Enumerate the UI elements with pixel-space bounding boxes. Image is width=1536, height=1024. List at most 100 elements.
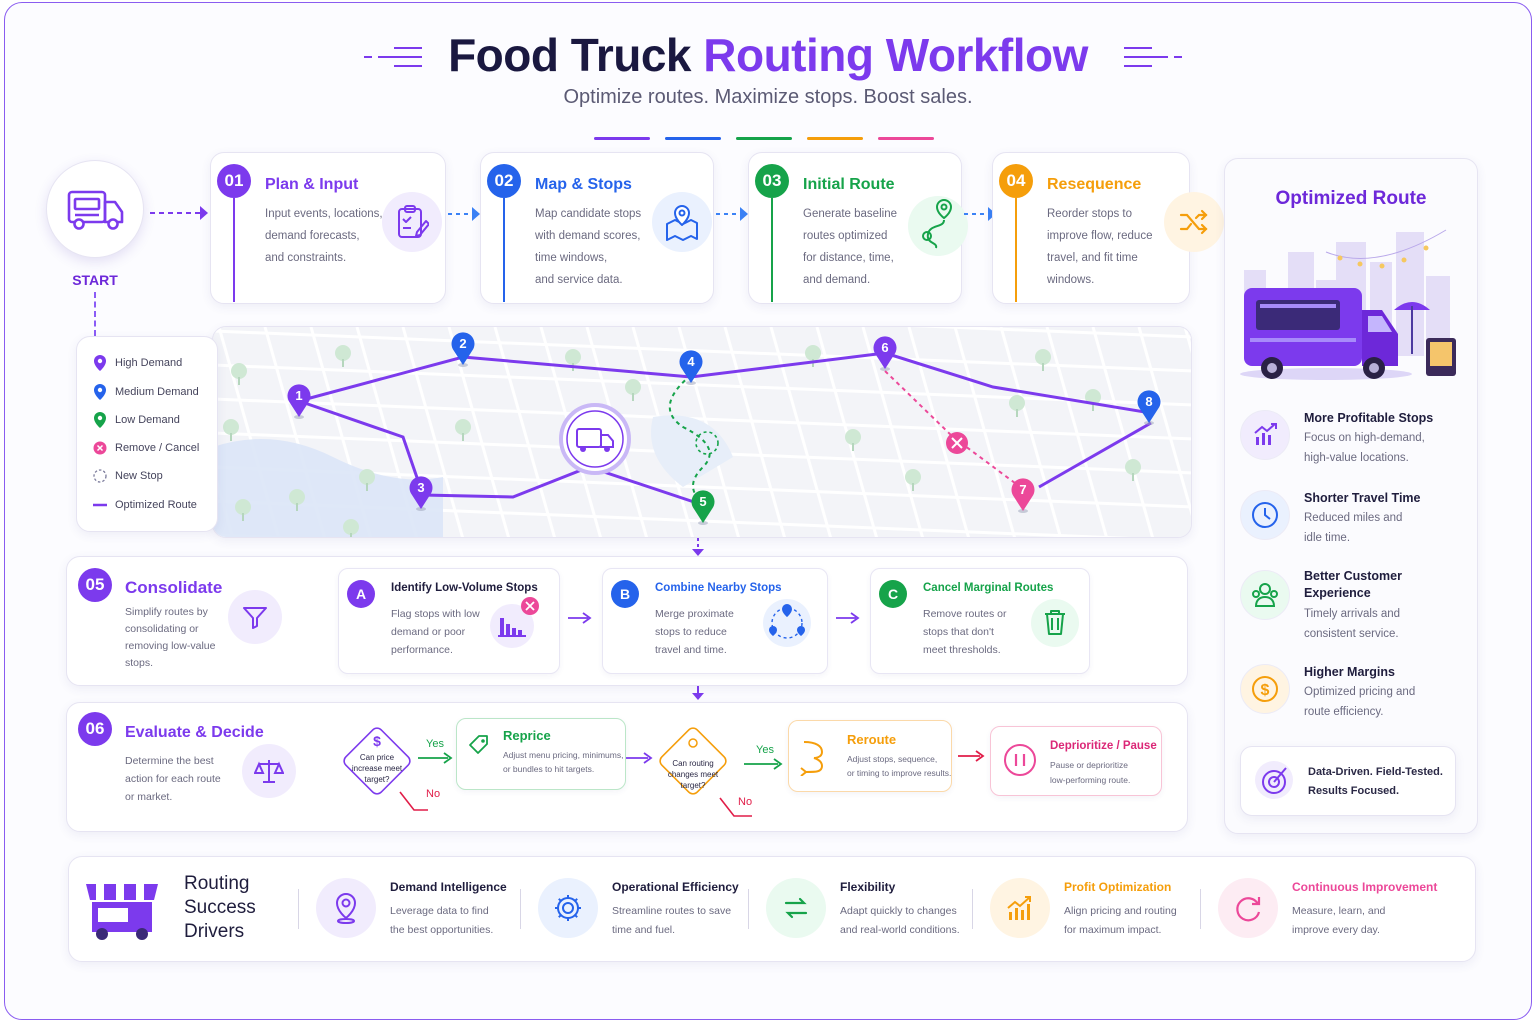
header-deco-left [364, 44, 424, 70]
legend-label: Medium Demand [115, 385, 199, 398]
desc-line: time and fuel. [612, 924, 676, 936]
step-desc: Input events, locations,demand forecasts… [265, 203, 383, 269]
desc-line: idle time. [1304, 532, 1351, 544]
no-arrow-1 [398, 790, 430, 819]
optimized-title: Optimized Route [1275, 188, 1427, 209]
driver-title: Continuous Improvement [1292, 880, 1438, 894]
legend-label: New Stop [115, 470, 163, 483]
desc-line: action for each route [125, 773, 221, 785]
tree-icon [235, 499, 251, 521]
dollar-icon: $ [1240, 664, 1290, 714]
desc-line: stops. [125, 657, 154, 669]
combine-stops-icon [760, 596, 814, 655]
storefront-icon [82, 878, 162, 947]
route-map[interactable]: 1 2 3 4 5 6 7 8 [212, 326, 1192, 538]
tree-icon [455, 419, 471, 441]
data-driven-line1: Data-Driven. Field-Tested. [1308, 766, 1443, 778]
data-driven-line2: Results Focused. [1308, 785, 1400, 797]
legend-item: Medium Demand [93, 383, 199, 400]
desc-line: Adjust stops, sequence, [847, 754, 938, 764]
map-stop-pin-6[interactable]: 6 [873, 336, 897, 371]
decision-routing-diamond [650, 718, 736, 804]
desc-line: Align pricing and routing [1064, 905, 1177, 917]
drivers-divider [972, 889, 973, 929]
optimized-route-line [1038, 421, 1152, 489]
accent-bar [665, 137, 721, 140]
map-to-consolidate-arrow [690, 538, 706, 563]
desc-line: demand forecasts, [265, 230, 360, 242]
header-deco-right [1122, 44, 1182, 70]
map-pin-icon [652, 192, 712, 252]
page-title: Food Truck Routing Workflow [448, 29, 1088, 81]
desc-line: with demand scores, [535, 230, 641, 242]
legend-item: High Demand [93, 355, 182, 371]
step-number-06: 06 [78, 712, 112, 746]
map-stop-pin-1[interactable]: 1 [287, 384, 311, 419]
map-stop-pin-2[interactable]: 2 [451, 332, 475, 367]
desc-line: Streamline routes to save [612, 905, 732, 917]
tree-icon [231, 363, 247, 385]
map-stop-pin-5[interactable]: 5 [691, 490, 715, 525]
tree-icon [289, 489, 305, 511]
decision-price-text: Can price increase meet target? [351, 753, 403, 784]
start-node[interactable] [46, 160, 144, 258]
step-title: Initial Route [803, 176, 895, 193]
step-number-01: 01 [217, 164, 251, 198]
map-stop-number: 5 [699, 494, 706, 509]
desc-line: Reduced miles and [1304, 512, 1403, 524]
arrows-swap-icon [766, 878, 826, 938]
step-accent-line [771, 198, 773, 302]
deprioritize-title: Deprioritize / Pause [1050, 740, 1157, 752]
low-volume-chart-icon [488, 596, 542, 655]
desc-line: demand or poor [391, 626, 466, 638]
step-number-04: 04 [999, 164, 1033, 198]
clock-icon [1240, 490, 1290, 540]
accent-bar [736, 137, 792, 140]
desc-line: route efficiency. [1304, 706, 1384, 718]
remove-stop-marker [946, 432, 968, 454]
cancelled-route-line [884, 370, 1024, 490]
consolidate-to-evaluate-arrow [690, 686, 706, 707]
desc-line: time windows, [535, 252, 608, 264]
benefit-desc: Focus on high-demand,high-value location… [1304, 428, 1425, 468]
desc-line: Routing [184, 873, 250, 894]
reroute-card[interactable] [788, 720, 952, 792]
accent-bar [878, 137, 934, 140]
accent-bar [594, 137, 650, 140]
desc-line: Map candidate stops [535, 208, 642, 220]
map-stop-pin-4[interactable]: 4 [679, 350, 703, 385]
accent-bar [807, 137, 863, 140]
tree-icon [359, 469, 375, 491]
truck-marker[interactable] [559, 403, 631, 475]
yes-label-2: Yes [756, 744, 774, 756]
map-stop-pin-7[interactable]: 7 [1011, 478, 1035, 513]
desc-line: Drivers [184, 921, 245, 942]
desc-line: and constraints. [265, 252, 347, 264]
step-accent-line [503, 198, 505, 302]
consolidate-letter: C [879, 580, 907, 608]
reprice-card[interactable] [456, 718, 626, 790]
svg-text:$: $ [373, 733, 381, 749]
legend-item: Remove / Cancel [93, 441, 199, 455]
tree-icon [335, 345, 351, 367]
evaluate-title: Evaluate & Decide [125, 724, 264, 741]
step-accent-line [233, 198, 235, 302]
consolidate-item-title: Cancel Marginal Routes [923, 582, 1054, 594]
step-number-03: 03 [755, 164, 789, 198]
target-icon [1252, 758, 1296, 807]
step-title: Resequence [1047, 176, 1142, 193]
yes-label-1: Yes [426, 738, 444, 750]
step-title: Map & Stops [535, 176, 632, 193]
map-stop-pin-3[interactable]: 3 [409, 476, 433, 511]
desc-line: Simplify routes by [125, 606, 208, 618]
desc-line: Timely arrivals and [1304, 608, 1401, 620]
deprioritize-card[interactable] [990, 726, 1162, 796]
map-stop-pin-8[interactable]: 8 [1137, 390, 1161, 425]
legend-marker-icon [93, 498, 107, 512]
desc-line: or market. [125, 791, 173, 803]
